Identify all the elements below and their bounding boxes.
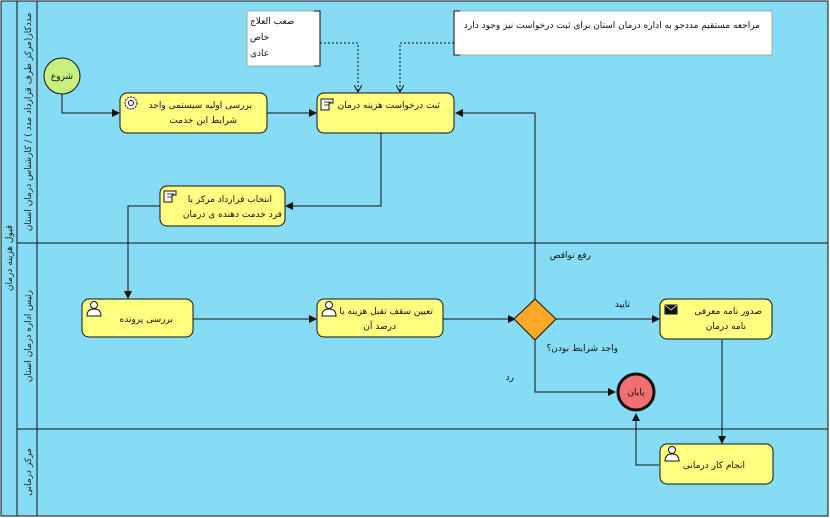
task-issue-letter: صدور نامه معرفی نامه درمان xyxy=(659,298,773,340)
task-set-ceiling-line2: درصد آن xyxy=(363,320,396,332)
end-event-label: پایان xyxy=(627,388,645,398)
annotation-patient-types: صعب العلاج خاص عادی xyxy=(246,10,321,67)
task-select-contract-line2: فرد خدمت دهنده ی درمان xyxy=(183,210,282,220)
flow-label-fix-deficiencies: رفع نواقص xyxy=(550,251,591,261)
send-task-envelope-icon xyxy=(664,304,678,315)
lane-label-province-head: رئیس اداره درمان استان xyxy=(24,290,34,382)
association-types xyxy=(320,42,358,92)
user-task-person-icon xyxy=(86,301,102,317)
task-check-system: بررسی اولیه سیستمی واجد شرایط این خدمت xyxy=(119,92,268,134)
annotation-direct-visit: مراجعه مستقیم مددجو به اداره درمان استان… xyxy=(453,10,773,56)
task-review-file-label: بررسی پرونده xyxy=(120,315,173,325)
start-event: شروع xyxy=(43,57,81,95)
task-select-contract: انتخاب قرارداد مرکز یا فرد خدمت دهنده ی … xyxy=(159,185,286,227)
task-do-treatment-label: انجام کار درمانی xyxy=(683,461,745,471)
gateway-eligibility xyxy=(513,298,557,341)
task-register-request-label: ثبت درخواست هزینه درمان xyxy=(338,101,441,111)
lane-label-social-worker: مددکار(مرکز طرف قرارداد مدد ) / کارشناس … xyxy=(24,13,34,232)
annotation-type-special: خاص xyxy=(250,33,269,43)
annotation-direct-visit-text: مراجعه مستقیم مددجو به اداره درمان استان… xyxy=(464,21,760,31)
association-direct-visit xyxy=(400,42,454,92)
annotation-type-incurable: صعب العلاج xyxy=(250,17,294,27)
annotation-type-normal: عادی xyxy=(250,49,269,59)
task-select-contract-line1: انتخاب قرارداد مرکز یا xyxy=(188,195,272,205)
manual-task-hand-icon xyxy=(320,98,334,111)
lane-label-medical-center: مرکز درمانی xyxy=(24,448,34,496)
task-register-request: ثبت درخواست هزینه درمان xyxy=(316,92,455,134)
end-event: پایان xyxy=(616,372,656,412)
user-task-person-icon xyxy=(664,446,680,462)
pool-title: قبول هزینه درمان xyxy=(5,225,15,291)
task-set-ceiling-line1: تعیین سقف تقبل هزینه یا xyxy=(339,307,433,317)
task-check-system-line2: شرایط این خدمت xyxy=(169,116,237,126)
task-do-treatment: انجام کار درمانی xyxy=(659,443,774,485)
gateway-question-label: واجد شرایط بودن؟ xyxy=(547,344,618,354)
start-event-label: شروع xyxy=(51,72,73,82)
task-check-system-line1: بررسی اولیه سیستمی واجد xyxy=(149,101,252,111)
user-task-person-icon xyxy=(321,301,337,317)
service-task-gear-icon xyxy=(124,96,138,110)
task-issue-letter-line2: نامه درمان xyxy=(706,322,746,332)
task-review-file: بررسی پرونده xyxy=(81,298,194,338)
manual-task-hand-icon xyxy=(163,190,177,203)
sequence-flows xyxy=(61,89,726,466)
flow-label-reject: رد xyxy=(506,373,514,383)
task-issue-letter-line1: صدور نامه معرفی xyxy=(694,307,762,317)
flow-label-approve: تایید xyxy=(615,300,631,310)
task-set-ceiling: تعیین سقف تقبل هزینه یا درصد آن xyxy=(316,298,444,338)
